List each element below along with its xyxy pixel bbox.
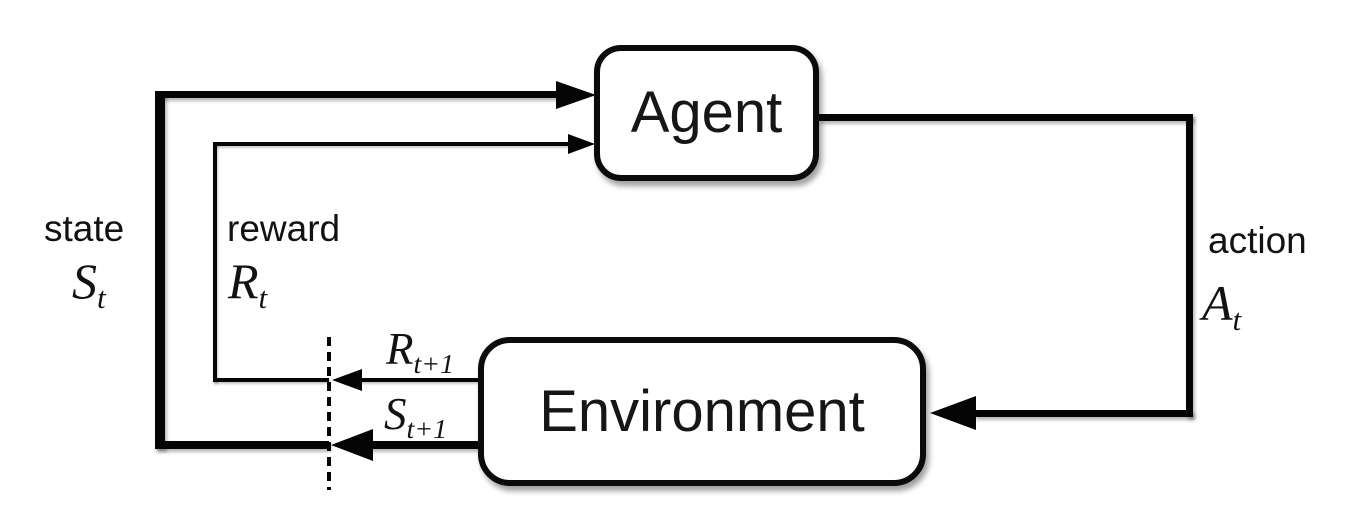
next-state-symbol-letter: S <box>384 389 407 439</box>
next-state-line-segment <box>370 441 478 449</box>
agent-node-label: Agent <box>630 80 783 145</box>
reward-symbol-subscript: t <box>258 279 268 315</box>
state-arrowhead <box>556 81 596 109</box>
time-step-boundary-dashed-line <box>327 337 331 490</box>
state-symbol-letter: S <box>72 253 97 309</box>
next-state-arrowhead <box>331 429 373 461</box>
action-symbol: At <box>1202 278 1241 335</box>
state-symbol: St <box>72 256 106 313</box>
state-line-vertical-segment <box>155 91 165 449</box>
reward-symbol-letter: R <box>228 253 259 309</box>
agent-node: Agent <box>594 45 819 181</box>
action-line-bottom-segment <box>974 410 1193 417</box>
action-label: action <box>1208 220 1307 261</box>
action-line-vertical-segment <box>1186 114 1193 417</box>
next-state-symbol-subscript: t+1 <box>406 413 448 445</box>
next-reward-line-segment <box>360 378 478 382</box>
next-reward-symbol: Rt+1 <box>386 327 454 379</box>
environment-node-label: Environment <box>539 378 865 444</box>
reward-symbol: Rt <box>228 256 267 313</box>
action-symbol-subscript: t <box>1232 301 1242 337</box>
action-line-top-segment <box>818 114 1193 121</box>
action-symbol-letter: A <box>1202 275 1233 331</box>
state-line-bottom-segment <box>155 441 329 449</box>
environment-node: Environment <box>478 337 926 486</box>
state-symbol-subscript: t <box>97 279 106 315</box>
next-reward-symbol-letter: R <box>386 324 414 374</box>
reward-line-bottom-segment <box>213 378 329 382</box>
state-line-top-segment <box>160 91 562 98</box>
action-arrowhead <box>930 396 976 430</box>
next-reward-arrowhead <box>332 369 362 391</box>
reward-line-top-segment <box>213 142 571 146</box>
next-reward-symbol-subscript: t+1 <box>413 348 455 380</box>
state-label: state <box>44 208 125 249</box>
reward-arrowhead <box>568 134 595 154</box>
next-state-symbol: St+1 <box>384 392 447 444</box>
reward-line-vertical-segment <box>213 142 217 382</box>
reward-label: reward <box>227 208 341 249</box>
